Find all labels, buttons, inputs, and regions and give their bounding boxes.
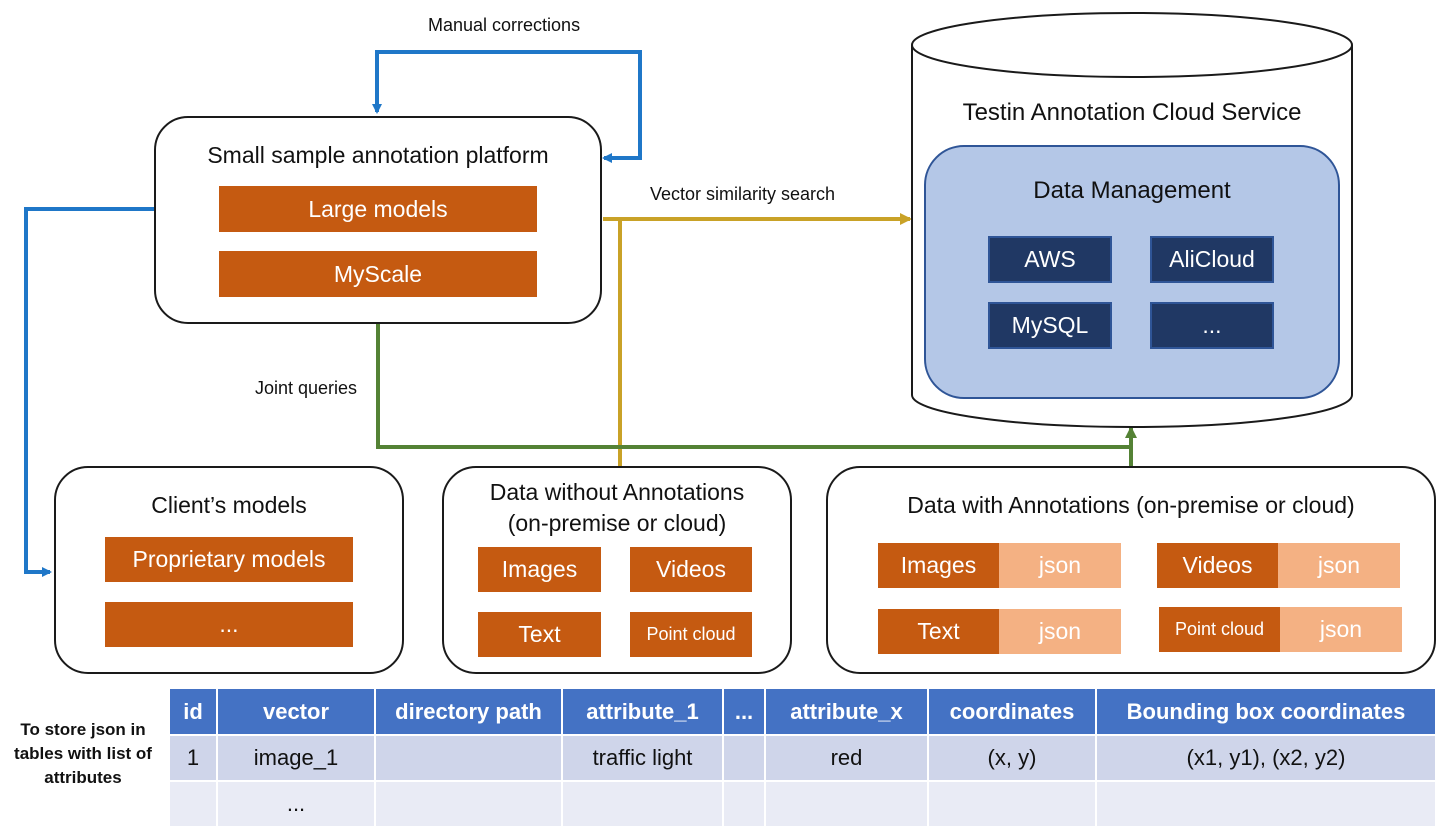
more-storage-block: ... xyxy=(1150,302,1274,349)
header-coordinates: coordinates xyxy=(927,687,1097,736)
header-bounding-box: Bounding box coordinates xyxy=(1095,687,1437,736)
header-attribute-x: attribute_x xyxy=(764,687,929,736)
vector-search-label: Vector similarity search xyxy=(650,184,836,204)
table-row: ... xyxy=(168,780,1437,828)
mysql-block: MySQL xyxy=(988,302,1112,349)
text-block: Text xyxy=(478,612,601,657)
aws-block: AWS xyxy=(988,236,1112,283)
header-ellipsis: ... xyxy=(722,687,766,736)
table-cell: image_1 xyxy=(216,734,376,782)
attributes-table: id vector directory path attribute_1 ...… xyxy=(168,687,1437,828)
client-models-title: Client’s models xyxy=(151,492,307,518)
table-cell xyxy=(374,734,563,782)
header-attribute-1: attribute_1 xyxy=(561,687,724,736)
table-cell: red xyxy=(764,734,929,782)
data-management-panel: Data Management xyxy=(924,145,1340,399)
data-without-title-line2: (on-premise or cloud) xyxy=(507,510,727,536)
header-directory-path: directory path xyxy=(374,687,563,736)
table-cell xyxy=(1095,780,1437,828)
table-cell: ... xyxy=(216,780,376,828)
joint-queries-arrow xyxy=(376,324,1131,449)
annotated-videos-block: Videos xyxy=(1157,543,1278,588)
table-cell xyxy=(561,780,724,828)
point-cloud-block: Point cloud xyxy=(630,612,752,657)
large-models-block: Large models xyxy=(219,186,537,232)
data-with-title: Data with Annotations (on-premise or clo… xyxy=(907,492,1355,518)
header-vector: vector xyxy=(216,687,376,736)
table-header-row: id vector directory path attribute_1 ...… xyxy=(168,687,1437,736)
table-cell xyxy=(374,780,563,828)
header-id: id xyxy=(168,687,218,736)
cloud-service-title: Testin Annotation Cloud Service xyxy=(962,99,1302,126)
annotated-text-json-block: json xyxy=(999,609,1121,654)
manual-corrections-label: Manual corrections xyxy=(428,15,581,35)
alicloud-block: AliCloud xyxy=(1150,236,1274,283)
data-without-title-line1: Data without Annotations xyxy=(489,479,745,505)
table-cell: (x1, y1), (x2, y2) xyxy=(1095,734,1437,782)
table-row: 1 image_1 traffic light red (x, y) (x1, … xyxy=(168,734,1437,782)
annotated-point-cloud-json-block: json xyxy=(1280,607,1402,652)
joint-queries-label: Joint queries xyxy=(255,378,358,398)
annotated-point-cloud-block: Point cloud xyxy=(1159,607,1280,652)
annotated-images-block: Images xyxy=(878,543,999,588)
proprietary-models-block: Proprietary models xyxy=(105,537,353,582)
table-cell xyxy=(722,734,766,782)
annotated-images-json-block: json xyxy=(999,543,1121,588)
videos-block: Videos xyxy=(630,547,752,592)
table-cell xyxy=(927,780,1097,828)
table-cell: (x, y) xyxy=(927,734,1097,782)
annotated-videos-json-block: json xyxy=(1278,543,1400,588)
table-cell: traffic light xyxy=(561,734,724,782)
images-block: Images xyxy=(478,547,601,592)
myscale-block: MyScale xyxy=(219,251,537,297)
data-management-title: Data Management xyxy=(1033,177,1231,204)
table-cell xyxy=(168,780,218,828)
table-cell xyxy=(722,780,766,828)
more-models-block: ... xyxy=(105,602,353,647)
table-cell xyxy=(764,780,929,828)
annotation-platform-title: Small sample annotation platform xyxy=(207,142,549,168)
table-side-note: To store json in tables with list of att… xyxy=(14,720,152,787)
annotated-text-block: Text xyxy=(878,609,999,654)
table-cell: 1 xyxy=(168,734,218,782)
